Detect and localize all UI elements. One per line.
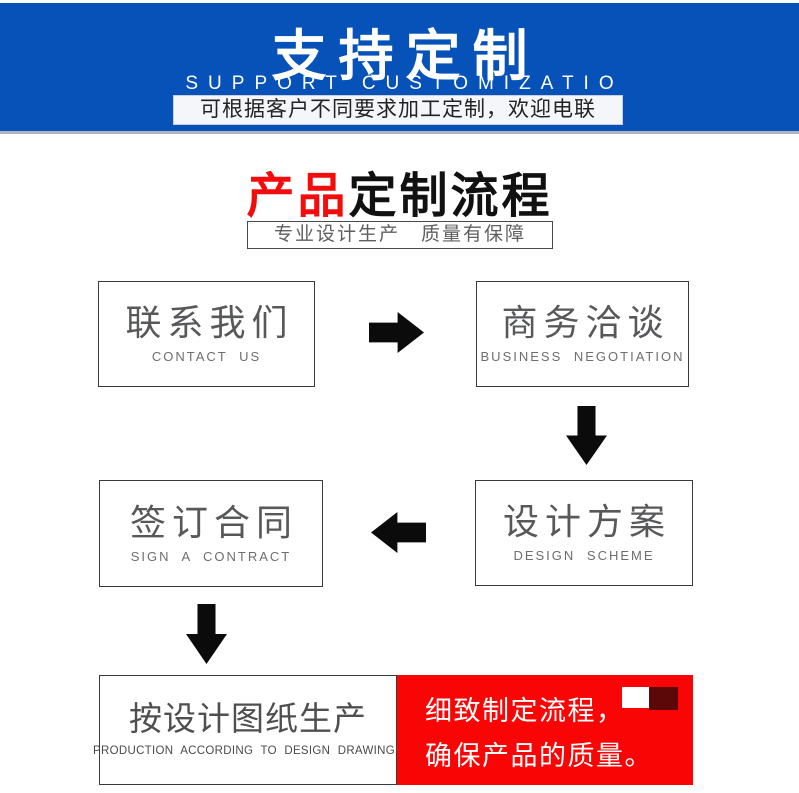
step-label-en: BUSINESS NEGOTIATION (480, 349, 685, 364)
decor-square-white (622, 687, 649, 708)
page-subtitle: SUPPORT CUSTOMIZATIO (185, 73, 624, 94)
step-label-en: DESIGN SCHEME (513, 548, 655, 563)
arrow-left-icon (371, 512, 426, 553)
step-label-en: SIGN A CONTRACT (130, 548, 292, 564)
quality-note-text: 细致制定流程， 确保产品的质量。 (425, 689, 653, 779)
flow-step-contact-us: 联系我们 CONTACT US (98, 281, 315, 387)
section-tagline: 专业设计生产 质量有保障 (247, 221, 553, 249)
page-title: 支持定制 (271, 25, 540, 87)
section-title-red: 产品 (246, 170, 349, 223)
quality-note-line1: 细致制定流程， (425, 696, 625, 726)
arrow-right-icon (369, 312, 424, 353)
flow-step-business-negotiation: 商务洽谈 BUSINESS NEGOTIATION (476, 281, 689, 387)
flow-step-design-scheme: 设计方案 DESIGN SCHEME (475, 480, 693, 586)
header-banner-section: 支持定制 SUPPORT CUSTOMIZATIO 可根据客户不同要求加工定制，… (0, 3, 799, 134)
step-label-zh: 联系我们 (125, 302, 294, 343)
arrow-down-icon (186, 604, 227, 664)
section-title-black: 定制流程 (348, 170, 553, 223)
header-slogan: 可根据客户不同要求加工定制，欢迎电联 (173, 95, 623, 125)
arrow-down-icon (566, 406, 607, 465)
flow-step-sign-contract: 签订合同 SIGN A CONTRACT (99, 480, 323, 587)
section-title: 产品定制流程 (0, 156, 799, 226)
step-label-zh: 商务洽谈 (501, 302, 670, 343)
step-label-en: PRODUCTION ACCORDING TO DESIGN DRAWINGS (93, 745, 403, 758)
step-label-en: CONTACT US (151, 349, 262, 364)
step-label-zh: 按设计图纸生产 (129, 700, 367, 738)
step-label-zh: 签订合同 (129, 501, 298, 543)
step-label-zh: 设计方案 (502, 501, 671, 542)
quality-note-box: 细致制定流程， 确保产品的质量。 (397, 675, 693, 785)
decor-square-dark (649, 687, 678, 710)
quality-note-line2: 确保产品的质量。 (425, 741, 653, 771)
flow-step-production: 按设计图纸生产 PRODUCTION ACCORDING TO DESIGN D… (93, 675, 403, 785)
